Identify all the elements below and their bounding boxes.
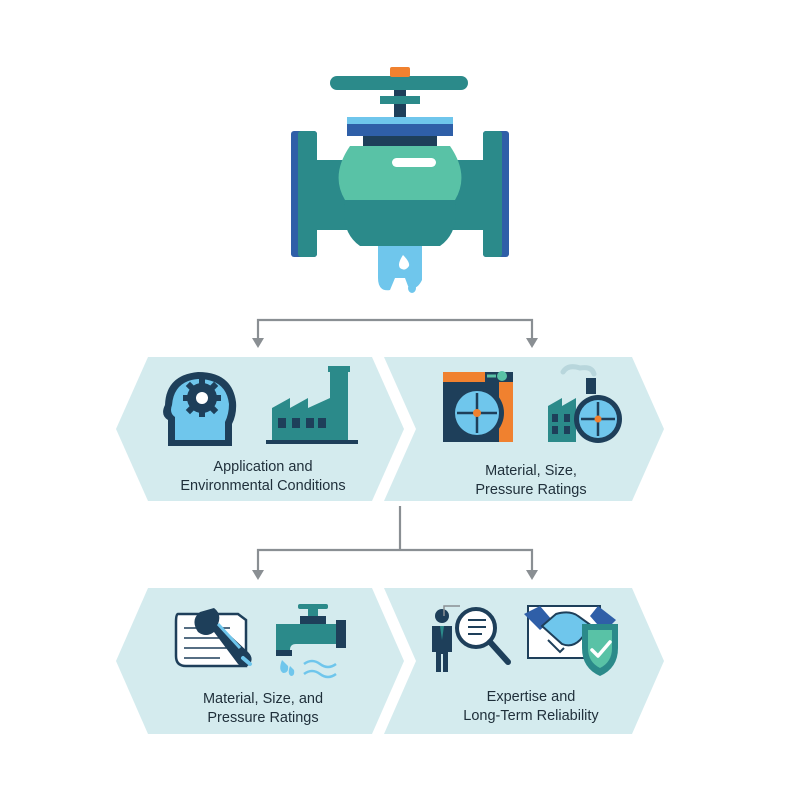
connector-middle	[256, 506, 534, 572]
arrow-head	[252, 338, 264, 348]
panel-label-top-right: Material, Size, Pressure Ratings	[475, 463, 587, 498]
handshake-shield-icon	[524, 605, 618, 676]
arrow-head	[526, 570, 538, 580]
faucet-water-icon	[276, 604, 346, 679]
panel-label-bottom-right: Expertise and Long-Term Reliability	[463, 689, 599, 724]
connector-top	[256, 318, 534, 340]
arrow-head	[252, 570, 264, 580]
panel-label-top-left: Application and Environmental Conditions	[180, 459, 346, 494]
gate-valve-icon	[291, 67, 509, 293]
panel-label-bottom-left: Material, Size, and Pressure Ratings	[202, 691, 324, 726]
arrow-head	[526, 338, 538, 348]
factory-gauge-icon	[548, 364, 622, 443]
expert-magnifier-icon	[432, 605, 511, 672]
pressure-gauge-icon	[443, 371, 513, 442]
blueprint-wrench-icon	[174, 608, 252, 668]
factory-icon	[266, 366, 358, 444]
head-gear-icon	[163, 372, 237, 446]
